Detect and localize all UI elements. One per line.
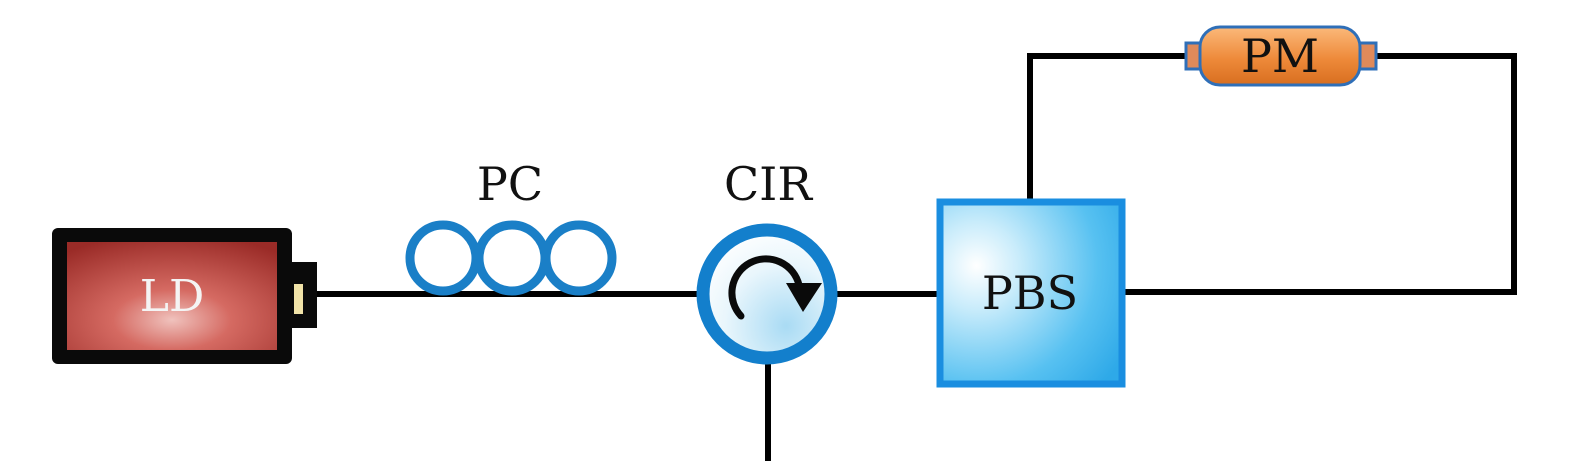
pm-body [1198,25,1362,87]
polarization-beam-splitter: PBS [936,198,1126,388]
circulator-ring [696,223,838,365]
circulator-label: CIR [724,157,813,211]
pm-label: PM [1241,29,1319,83]
circulator: CIR [696,157,838,365]
polarization-controller-loops [405,220,617,296]
laser-diode: LD [52,228,317,364]
laser-diode-label: LD [140,271,205,322]
pbs-label: PBS [982,266,1078,320]
laser-diode-body [67,242,277,350]
laser-diode-aperture [294,284,303,314]
pbs-box [936,198,1126,388]
polarization-controller: PC [405,157,617,296]
fiber-pbs-to-pm [1027,53,1193,208]
fiber-lines [313,53,1517,461]
pc-loop-2 [474,220,550,296]
phase-modulator: PM [1184,25,1378,87]
pc-loop-3 [541,220,617,296]
polarization-controller-label: PC [477,157,543,211]
pc-loop-1 [405,220,481,296]
circulator-arrow-icon [728,255,803,320]
circulator-arrowhead-icon [786,283,822,312]
fiber-pm-to-pbs [1115,53,1517,295]
